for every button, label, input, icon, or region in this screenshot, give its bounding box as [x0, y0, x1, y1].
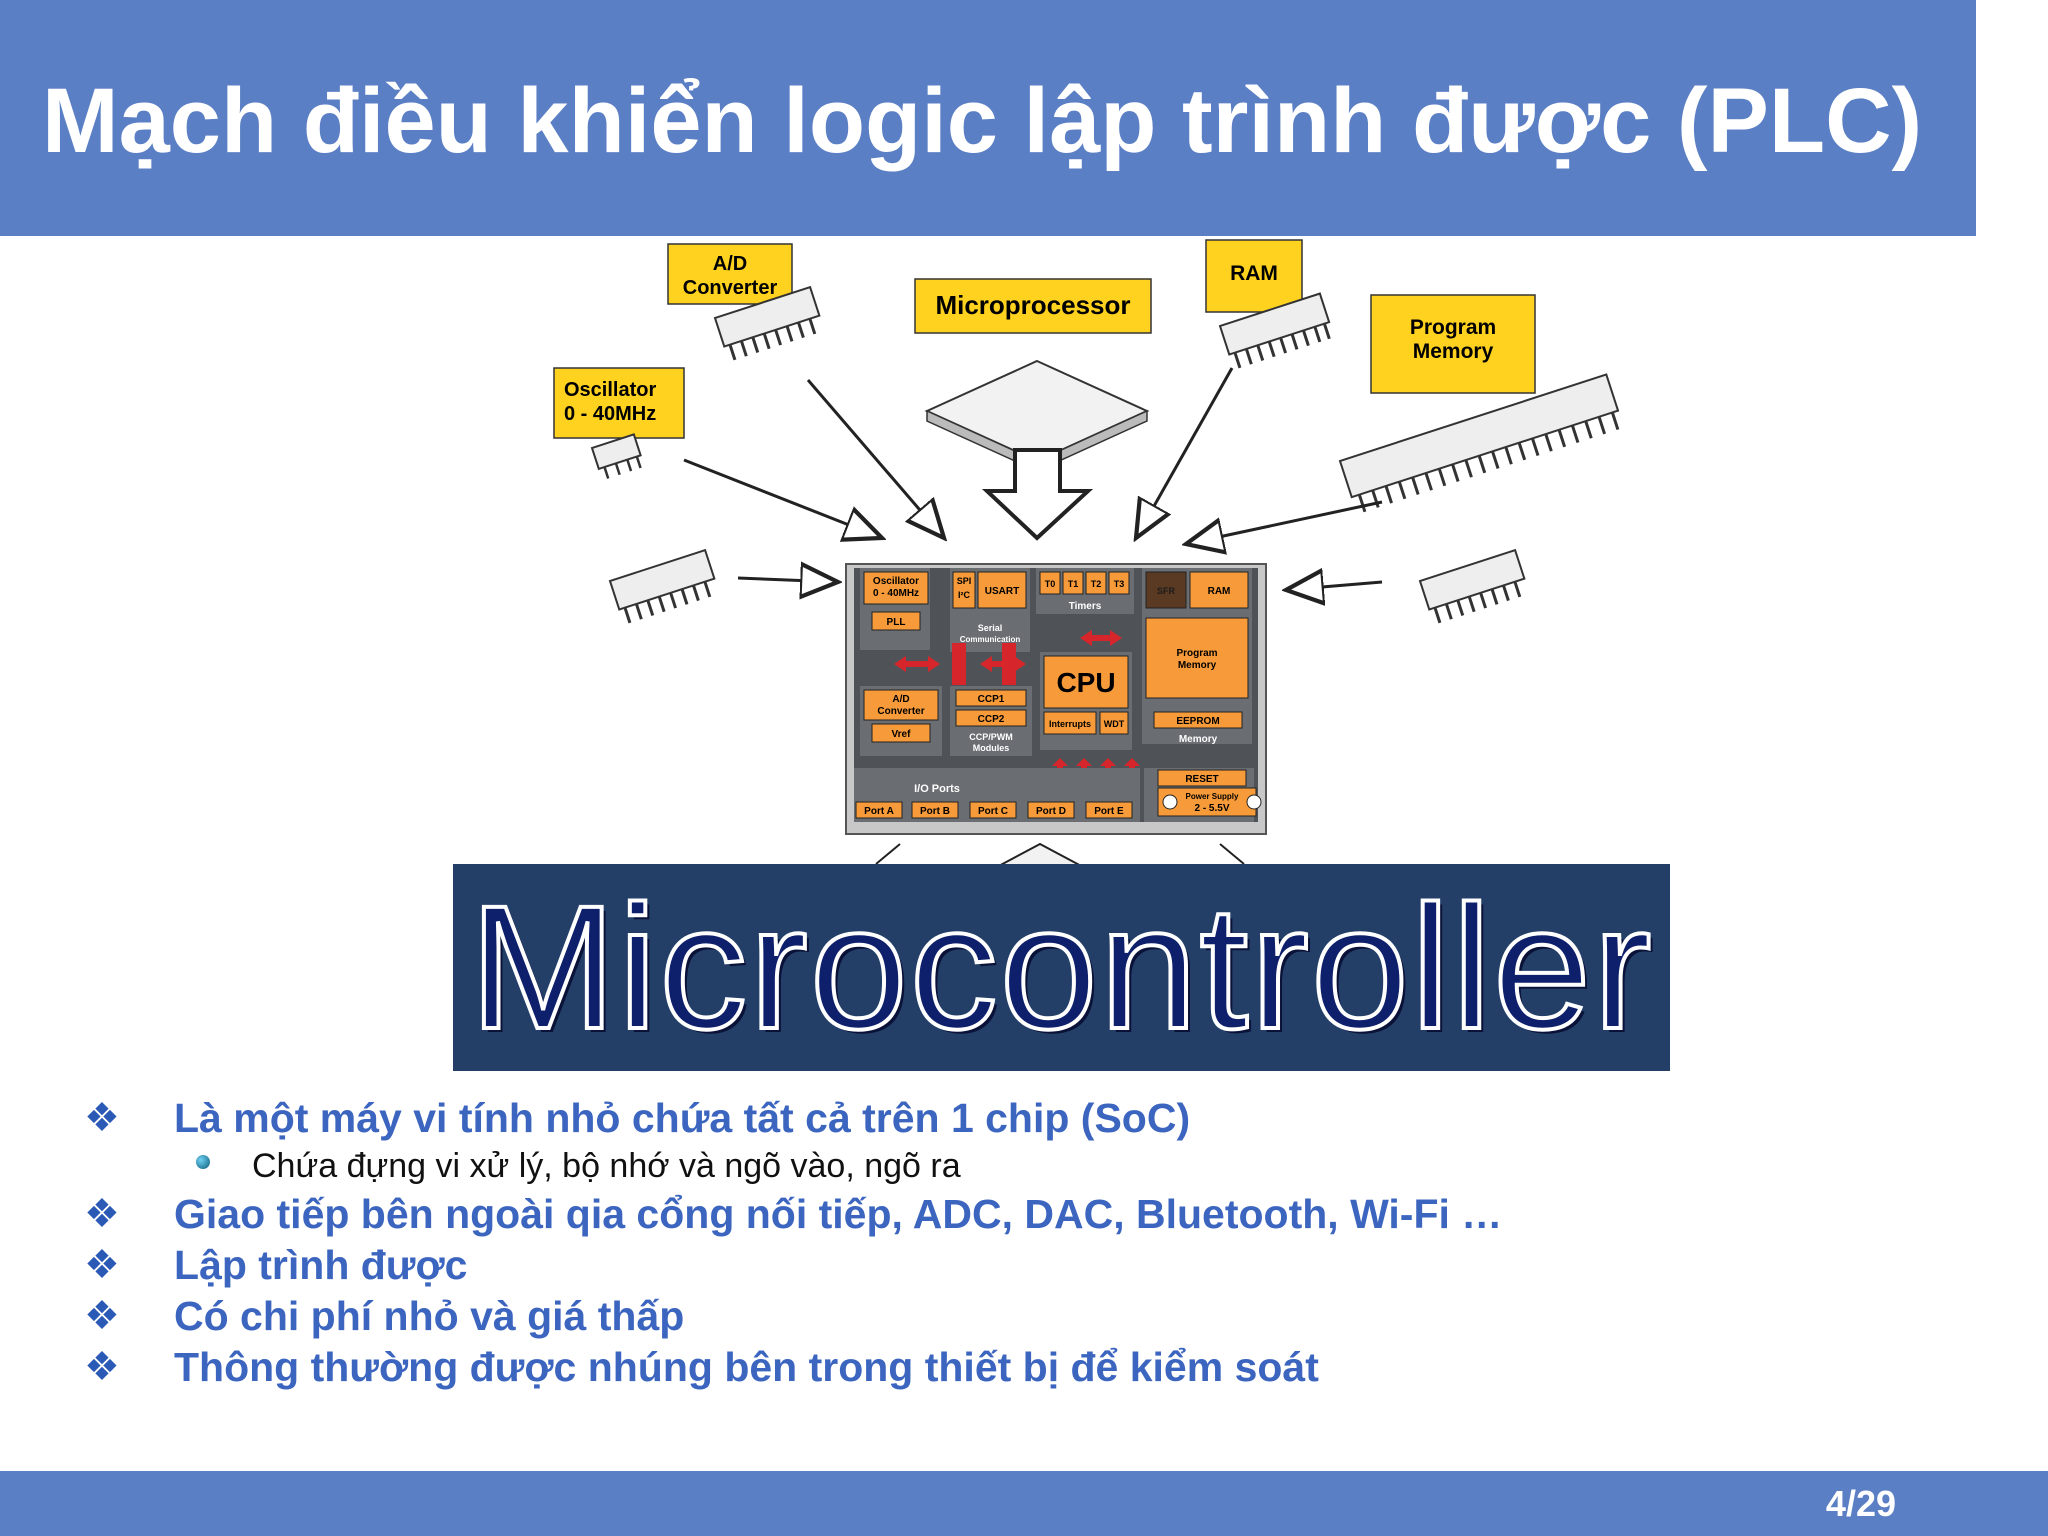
svg-text:Port C: Port C: [978, 806, 1008, 817]
svg-text:A/D: A/D: [713, 253, 747, 275]
svg-text:CCP2: CCP2: [978, 714, 1005, 725]
sub-bullet-text: Chứa đựng vi xử lý, bộ nhớ và ngõ vào, n…: [252, 1147, 961, 1185]
down-arrow-icon: [981, 448, 1094, 541]
ad-converter-label: A/D Converter: [667, 243, 793, 305]
bullet-mark-icon: ❖: [84, 1243, 120, 1287]
svg-text:Program: Program: [1410, 316, 1496, 339]
svg-text:RAM: RAM: [1230, 262, 1278, 285]
svg-text:Serial: Serial: [978, 623, 1003, 633]
svg-text:T3: T3: [1114, 579, 1125, 589]
svg-text:Communication: Communication: [960, 635, 1021, 644]
svg-text:Program: Program: [1176, 648, 1217, 659]
svg-text:Converter: Converter: [877, 706, 924, 717]
oscillator-label: Oscillator 0 - 40MHz: [553, 367, 685, 439]
banner-text: Microcontroller: [467, 868, 1654, 1068]
bullet-mark-icon: ❖: [84, 1192, 120, 1236]
svg-text:Port E: Port E: [1094, 806, 1124, 817]
ram-chip-icon: [1218, 292, 1331, 369]
svg-text:Memory: Memory: [1179, 734, 1218, 745]
svg-text:Port A: Port A: [864, 806, 894, 817]
left-chip-icon: [608, 548, 716, 624]
svg-text:Timers: Timers: [1069, 601, 1102, 612]
svg-text:RAM: RAM: [1208, 586, 1231, 597]
svg-text:Interrupts: Interrupts: [1049, 719, 1091, 729]
svg-text:Converter: Converter: [683, 277, 778, 299]
svg-text:Port D: Port D: [1036, 806, 1066, 817]
svg-text:T0: T0: [1045, 579, 1056, 589]
svg-text:Oscillator: Oscillator: [564, 379, 656, 401]
svg-text:RESET: RESET: [1185, 774, 1218, 785]
program-memory-chip-icon: [1338, 373, 1620, 513]
svg-text:EEPROM: EEPROM: [1176, 716, 1219, 727]
svg-text:Port B: Port B: [920, 806, 950, 817]
svg-text:SPI: SPI: [957, 576, 972, 586]
microcontroller-diagram: A/D Converter Microprocessor RAM Program…: [553, 239, 1620, 876]
bullet-text: Thông thường được nhúng bên trong thiết …: [174, 1344, 1319, 1390]
svg-text:Vref: Vref: [892, 729, 912, 740]
svg-text:CPU: CPU: [1056, 667, 1115, 698]
bullet-text: Lập trình được: [174, 1242, 468, 1288]
ad-chip-icon: [713, 285, 821, 361]
microcontroller-banner: Microcontroller: [453, 864, 1670, 1071]
svg-text:Memory: Memory: [1178, 660, 1217, 671]
bullet-text: Có chi phí nhỏ và giá thấp: [174, 1293, 685, 1339]
bullet-text: Là một máy vi tính nhỏ chứa tất cả trên …: [174, 1095, 1191, 1141]
svg-text:CCP/PWM: CCP/PWM: [969, 732, 1013, 742]
svg-text:0 - 40MHz: 0 - 40MHz: [564, 403, 656, 425]
svg-text:WDT: WDT: [1104, 719, 1125, 729]
page-number: 4/29: [1825, 1483, 1896, 1524]
right-chip-icon: [1418, 548, 1526, 624]
svg-text:CCP1: CCP1: [978, 694, 1005, 705]
input-arrows: [683, 367, 1383, 590]
svg-text:SFR: SFR: [1157, 586, 1176, 596]
svg-text:Power Supply: Power Supply: [1186, 792, 1239, 801]
svg-text:Memory: Memory: [1413, 340, 1494, 363]
svg-text:Microprocessor: Microprocessor: [935, 290, 1130, 320]
svg-text:T1: T1: [1068, 579, 1079, 589]
sub-bullet-dot-icon: [196, 1155, 210, 1169]
microprocessor-label: Microprocessor: [914, 278, 1152, 334]
svg-text:2 - 5.5V: 2 - 5.5V: [1194, 803, 1229, 814]
svg-text:Modules: Modules: [973, 743, 1010, 753]
svg-text:PLL: PLL: [887, 617, 906, 628]
mcu-block: Oscillator 0 - 40MHz PLL SPI I²C USART S…: [845, 563, 1267, 835]
slide-title: Mạch điều khiển logic lập trình được (PL…: [42, 70, 1923, 172]
svg-text:I²C: I²C: [958, 590, 970, 600]
oscillator-chip-icon: [590, 433, 642, 479]
title-bar: Mạch điều khiển logic lập trình được (PL…: [0, 0, 1976, 236]
bullet-text: Giao tiếp bên ngoài qia cổng nối tiếp, A…: [174, 1191, 1503, 1237]
program-memory-label: Program Memory: [1370, 294, 1536, 394]
svg-text:USART: USART: [985, 586, 1019, 597]
footer-bar: 4/29: [0, 1471, 2048, 1536]
bullet-mark-icon: ❖: [84, 1096, 120, 1140]
svg-text:T2: T2: [1091, 579, 1102, 589]
svg-text:I/O Ports: I/O Ports: [914, 783, 960, 795]
svg-text:A/D: A/D: [892, 694, 909, 705]
svg-text:0 - 40MHz: 0 - 40MHz: [873, 588, 919, 599]
bullet-mark-icon: ❖: [84, 1345, 120, 1389]
bullet-mark-icon: ❖: [84, 1294, 120, 1338]
svg-text:Oscillator: Oscillator: [873, 576, 919, 587]
ram-label: RAM: [1205, 239, 1303, 313]
